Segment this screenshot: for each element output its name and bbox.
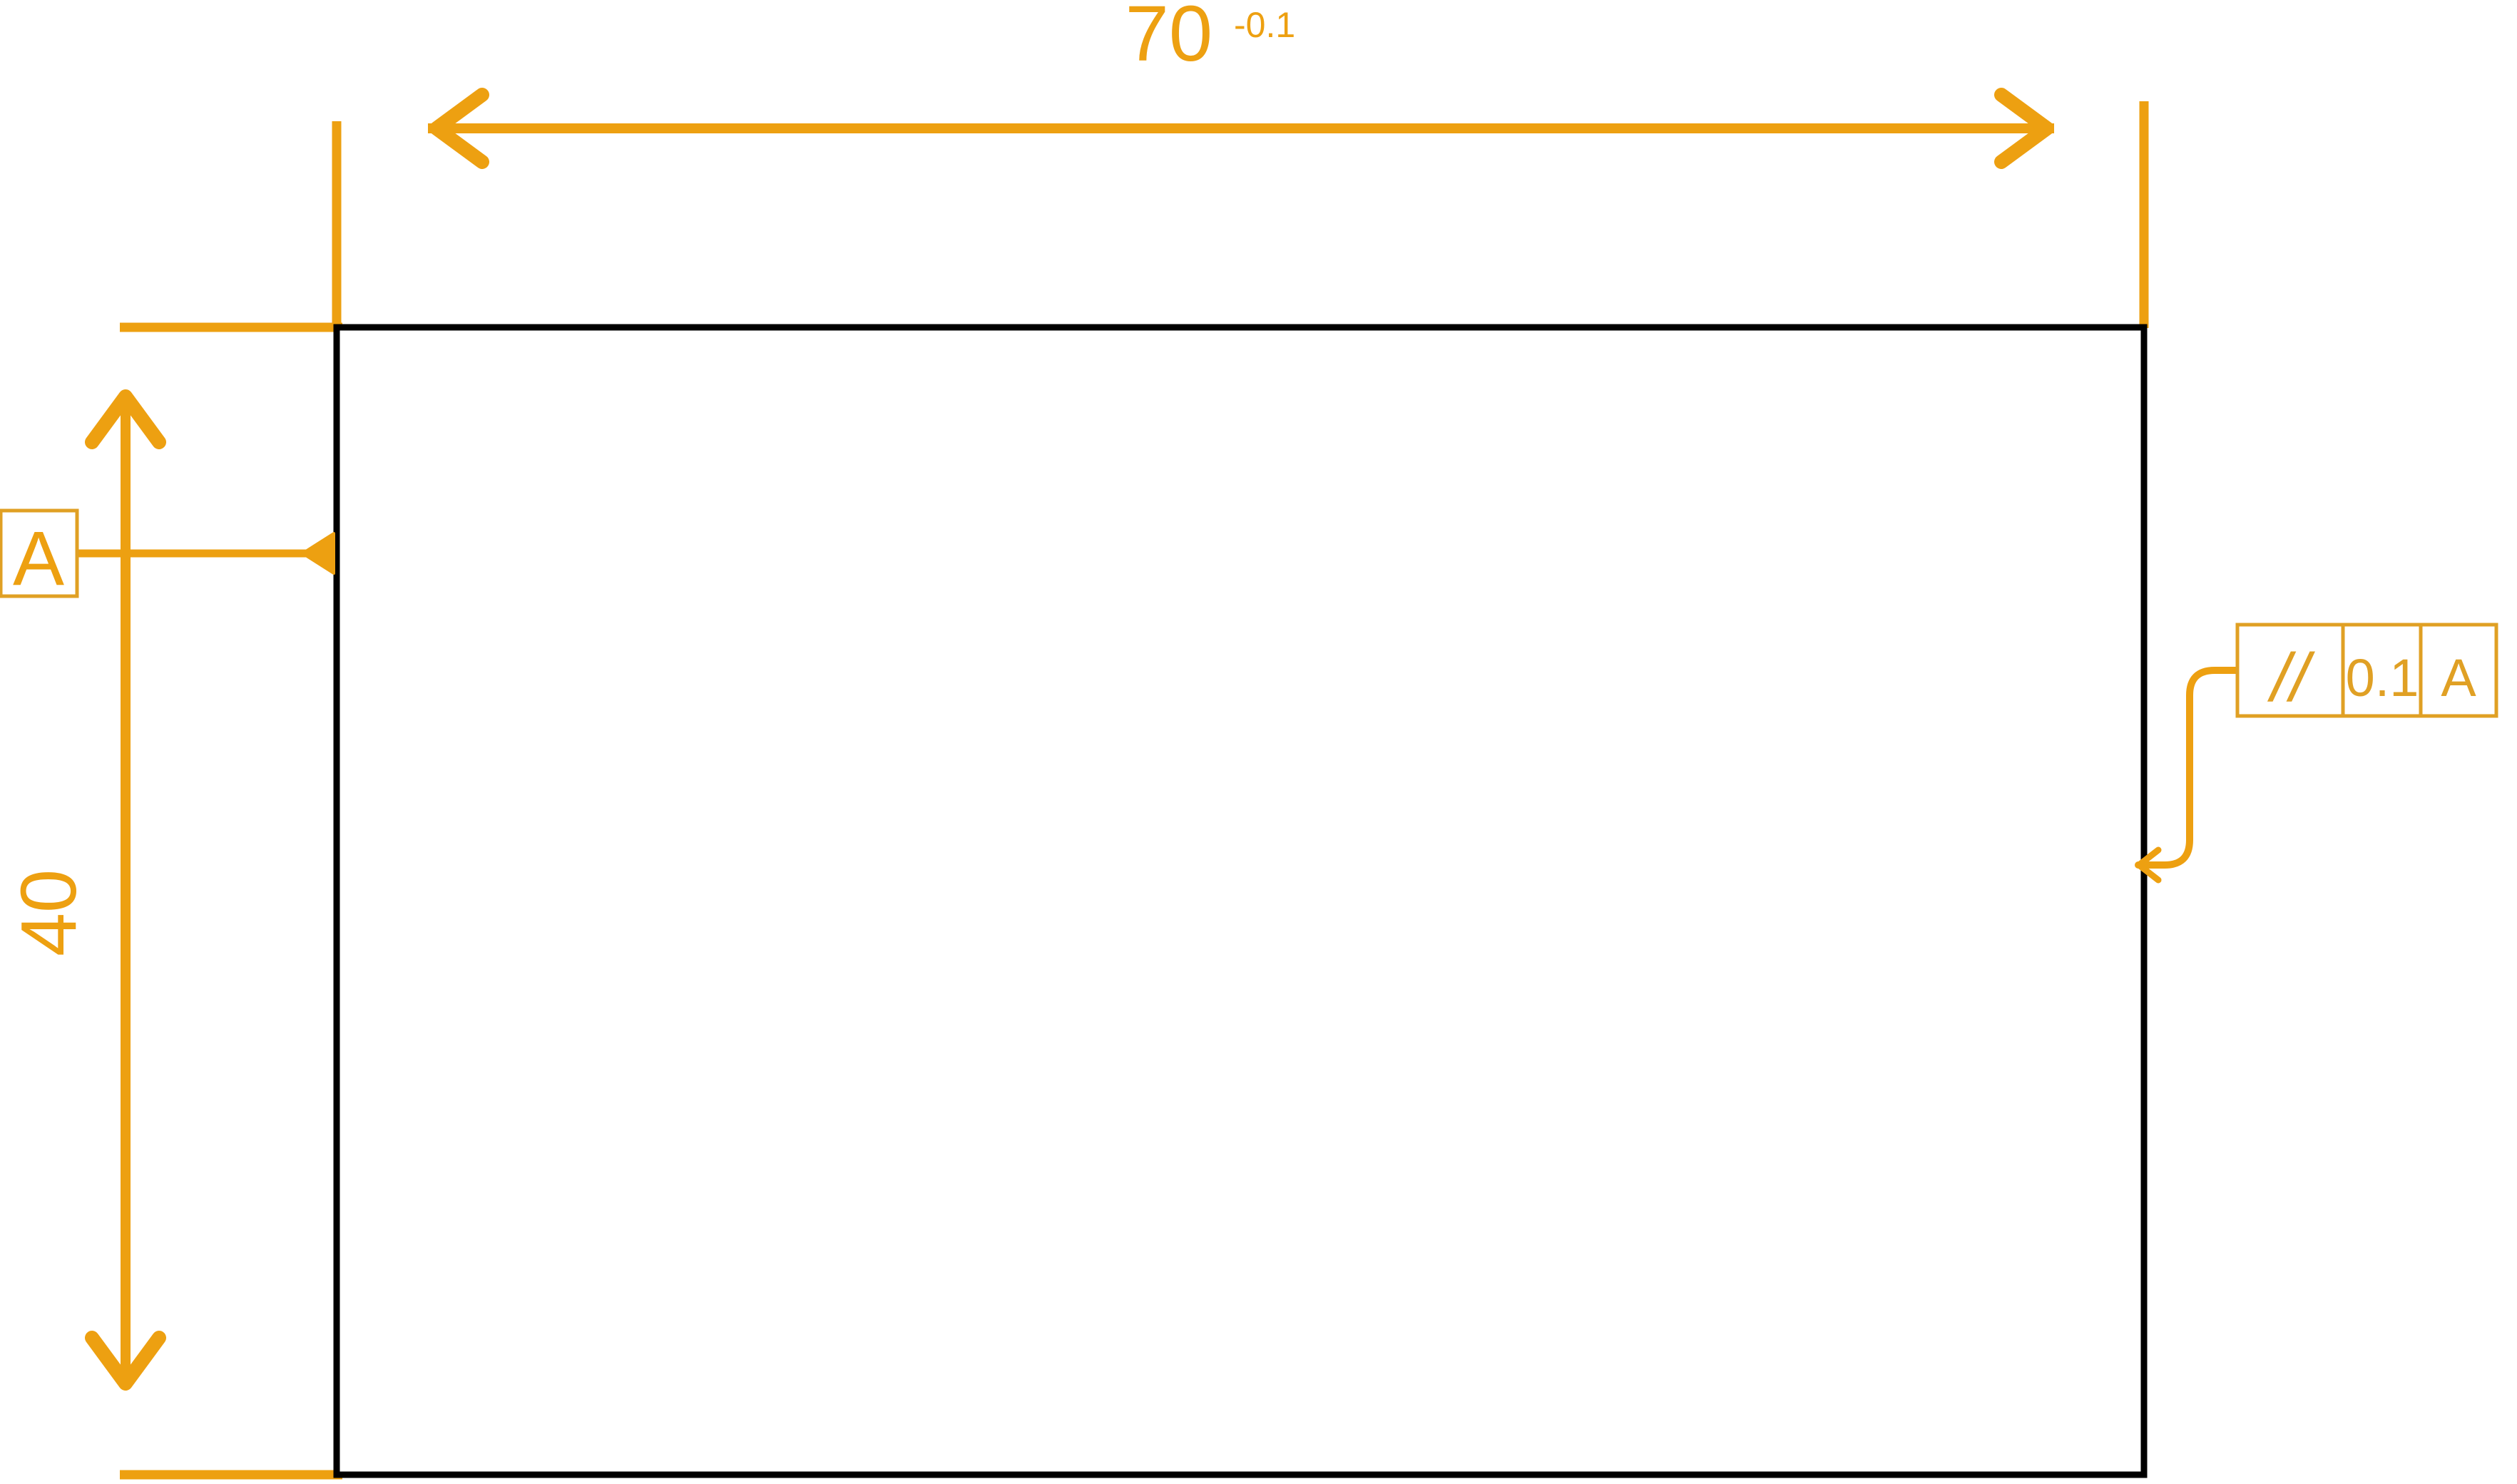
height-arrowhead-bottom-icon [85, 1331, 166, 1391]
height-dimension-group [85, 389, 166, 1391]
extension-lines [120, 101, 2149, 1480]
height-dimension-value: 40 [5, 869, 93, 956]
fcf-tolerance-value: 0.1 [2346, 648, 2419, 707]
width-dimension-group [428, 88, 2054, 169]
fcf-datum-reference: A [2441, 648, 2476, 707]
datum-a-label: A [13, 515, 64, 601]
datum-feature-a-group[interactable]: A [0, 508, 335, 601]
height-arrowhead-top-icon [85, 389, 166, 449]
parallelism-control-frame-group[interactable]: // 0.1 A [2135, 623, 2498, 884]
fcf-parallelism-symbol-icon: // [2267, 640, 2315, 716]
fcf-outer-box[interactable] [2235, 623, 2498, 718]
datum-triangle-arrowhead-icon [301, 532, 335, 575]
width-arrowhead-left-icon [429, 88, 489, 169]
part-outline [333, 324, 2148, 1478]
width-dimension-text-group: 70 -0.1 [1125, 0, 1296, 78]
width-dimension-tolerance: -0.1 [1234, 5, 1295, 45]
width-dimension-value: 70 [1125, 0, 1212, 78]
height-dimension-text-group: 40 [5, 869, 93, 956]
width-arrowhead-right-icon [1994, 88, 2054, 169]
fcf-arrowhead-icon [2135, 846, 2162, 884]
datum-a-box[interactable] [0, 508, 79, 598]
fcf-leader-line [2135, 667, 2241, 869]
